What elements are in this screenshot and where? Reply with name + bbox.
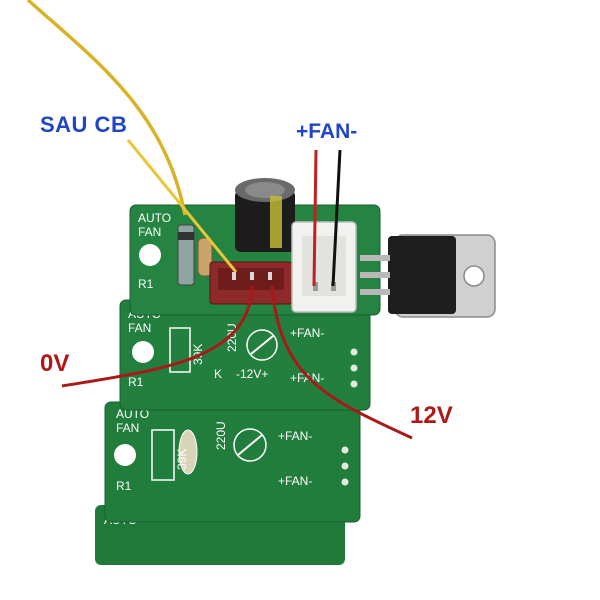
silk-fan-top: FAN (138, 225, 161, 239)
fan-label: +FAN- (296, 120, 358, 143)
silk-r1-1: R1 (128, 375, 144, 389)
silk-fan-2: FAN (116, 421, 139, 435)
silk-r1-2: R1 (116, 479, 132, 493)
electrolytic-capacitor (235, 178, 295, 252)
silk-fan-minus-2: +FAN- (278, 429, 312, 443)
silk-cap-2: 220U (214, 421, 228, 450)
yellow-wire (26, 0, 187, 216)
mount-hole-1 (132, 341, 154, 363)
voltage-regulator (360, 234, 496, 318)
silk-fan-plus-2: +FAN- (278, 474, 312, 488)
silk-fan-1: FAN (128, 321, 151, 335)
zero-v-wire (61, 285, 254, 388)
silk-12v-1: -12V+ (236, 367, 268, 381)
silk-res-2: 39K (175, 449, 189, 470)
zero-volt-label: 0V (40, 350, 70, 377)
silk-fan-minus-1: +FAN- (290, 326, 324, 340)
silk-k-1: K (214, 367, 222, 381)
fan-plus-wire (312, 149, 318, 287)
silk-r1-top: R1 (138, 277, 154, 291)
mount-hole-2 (114, 444, 136, 466)
fan-minus-wire (331, 149, 342, 287)
pcb-board-2: AUTO FAN R1 39K 220U +FAN- +FAN- (104, 401, 361, 523)
mount-hole-top (139, 244, 161, 266)
white-fan-connector (291, 221, 357, 313)
sau-cb-label: SAU CB (40, 112, 128, 137)
resistor (197, 237, 213, 277)
sau-cb-pointer (126, 139, 238, 273)
twelve-v-wire (270, 285, 413, 440)
twelve-volt-label: 12V (410, 402, 453, 429)
pcb-board-1: AUTO FAN R1 39K 220U K -12V+ +FAN- +FAN- (119, 299, 371, 411)
silk-auto-top: AUTO (138, 211, 171, 225)
